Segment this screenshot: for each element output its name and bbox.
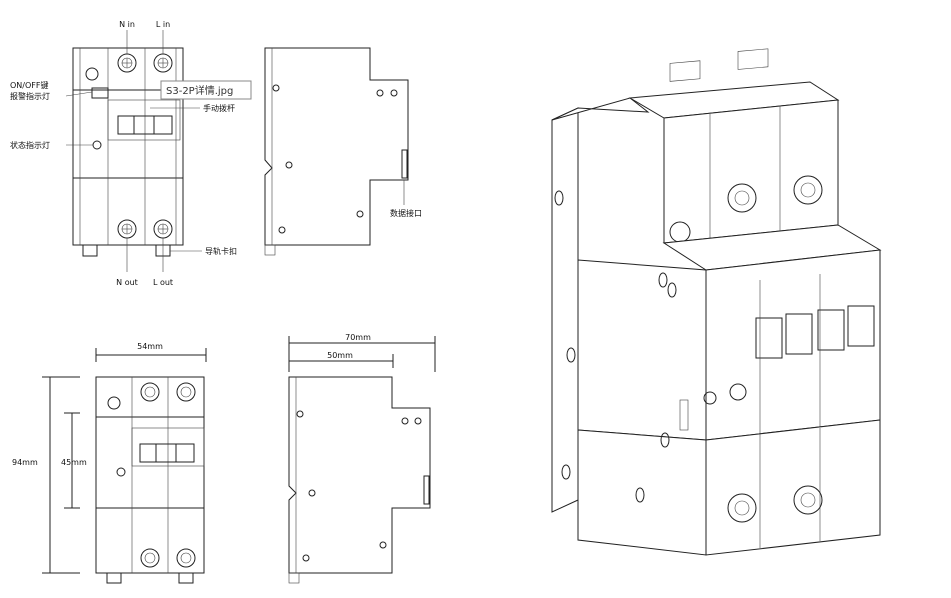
dim-width: 54mm: [137, 342, 163, 351]
screw-terminal-n-out: [117, 219, 137, 239]
label-on-off-key: ON/OFF键: [10, 80, 48, 90]
filename-text: S3-2P详情.jpg: [166, 84, 233, 97]
dimension-lines-side: [288, 336, 436, 372]
label-alarm-indicator: 报警指示灯: [10, 91, 50, 101]
label-l-out: L out: [153, 278, 173, 287]
side-view-top: [264, 47, 409, 256]
label-n-out: N out: [116, 278, 138, 287]
dim-height-face: 45mm: [61, 458, 87, 467]
label-l-in: L in: [156, 20, 170, 29]
front-view-bottom: [95, 376, 205, 584]
dim-depth-front: 50mm: [327, 351, 353, 360]
filename-tooltip: S3-2P详情.jpg: [160, 80, 252, 100]
dim-depth-total: 70mm: [345, 333, 371, 342]
isometric-breaker-illustration: [551, 48, 882, 556]
screw-terminal-l-out: [153, 219, 173, 239]
dimension-lines-front: [42, 348, 207, 574]
front-view-top: [65, 30, 202, 272]
screw-terminal-l-in: [153, 53, 173, 73]
label-manual-lever: 手动拨杆: [203, 103, 235, 113]
dim-height-total: 94mm: [12, 458, 38, 467]
label-n-in: N in: [119, 20, 135, 29]
screw-terminal-n-in: [117, 53, 137, 73]
label-status-indicator: 状态指示灯: [10, 140, 50, 150]
label-data-port: 数据接口: [390, 208, 422, 218]
side-view-bottom: [288, 376, 431, 584]
label-rail-clip: 导轨卡扣: [205, 246, 237, 256]
